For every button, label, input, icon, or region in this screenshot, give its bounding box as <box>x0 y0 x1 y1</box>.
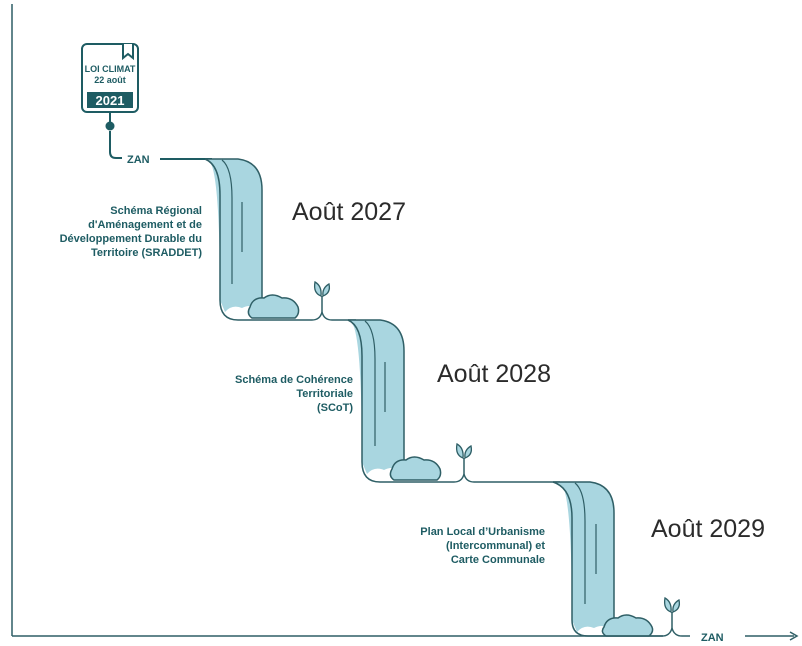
step-1-label-line-1: Schéma Régional <box>110 205 202 217</box>
calendar-date: 22 août <box>94 75 126 85</box>
calendar-title: LOI CLIMAT <box>85 64 136 74</box>
step-2-date: Août 2028 <box>437 360 551 388</box>
step-2-label-line-1: Schéma de Cohérence <box>235 374 353 386</box>
step-1-label-line-3: Développement Durable du <box>60 233 202 245</box>
start-connector <box>105 112 122 159</box>
zan-end-label: ZAN <box>701 632 724 644</box>
step-1-label: Schéma Régional d'Aménagement et de Déve… <box>60 205 203 259</box>
step-3-label-line-3: Carte Communale <box>451 554 545 566</box>
waterfall-step-2 <box>347 319 560 483</box>
arrow-right-icon <box>789 631 799 641</box>
zan-start-label: ZAN <box>127 154 150 166</box>
step-1-label-line-4: Territoire (SRADDET) <box>91 247 202 259</box>
step-1-date: Août 2027 <box>292 198 406 226</box>
step-3-label-line-1: Plan Local d’Urbanisme <box>420 526 545 538</box>
waterfall-step-3 <box>552 481 690 637</box>
step-2-label-line-3: (SCoT) <box>317 402 353 414</box>
step-3-label: Plan Local d’Urbanisme (Intercommunal) e… <box>420 526 545 566</box>
calendar-year: 2021 <box>96 93 125 108</box>
step-3-date: Août 2029 <box>651 515 765 543</box>
calendar-icon: LOI CLIMAT 22 août 2021 <box>81 43 139 113</box>
step-2-label: Schéma de Cohérence Territoriale (SCoT) <box>235 374 353 414</box>
step-1-label-line-2: d'Aménagement et de <box>88 219 202 231</box>
step-3-label-line-2: (Intercommunal) et <box>446 540 545 552</box>
step-2-label-line-2: Territoriale <box>296 388 353 400</box>
waterfall-step-1 <box>204 158 356 321</box>
